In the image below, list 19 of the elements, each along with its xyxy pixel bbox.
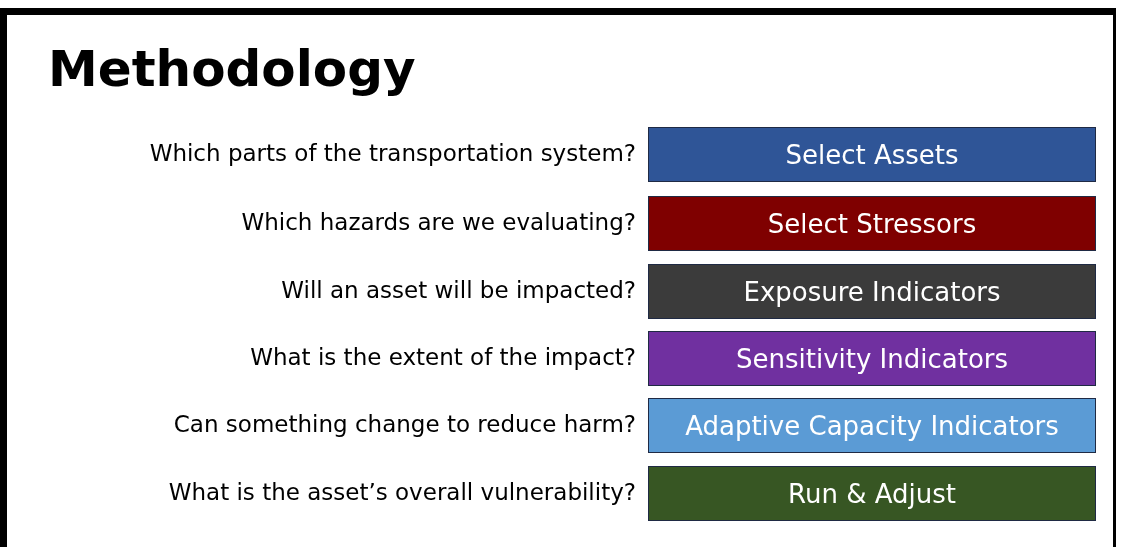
step-box [648, 127, 1096, 182]
step-label: Select Assets [785, 139, 959, 170]
step-label: Exposure Indicators [743, 276, 1001, 307]
step-box [648, 466, 1096, 521]
step-box [648, 196, 1096, 251]
question-text: Which hazards are we evaluating? [241, 209, 636, 235]
question-text: What is the asset’s overall vulnerability? [168, 479, 636, 505]
step-box [648, 331, 1096, 386]
step-box [648, 398, 1096, 453]
question-text: What is the extent of the impact? [250, 344, 636, 370]
step-label: Run & Adjust [788, 478, 956, 509]
question-text: Will an asset will be impacted? [281, 277, 636, 303]
question-text: Can something change to reduce harm? [173, 411, 636, 437]
step-box [648, 264, 1096, 319]
title: Methodology [48, 40, 416, 98]
step-label: Sensitivity Indicators [735, 343, 1009, 374]
question-text: Which parts of the transportation system? [149, 140, 636, 166]
step-label: Select Stressors [767, 208, 977, 239]
step-label: Adaptive Capacity Indicators [685, 410, 1059, 441]
